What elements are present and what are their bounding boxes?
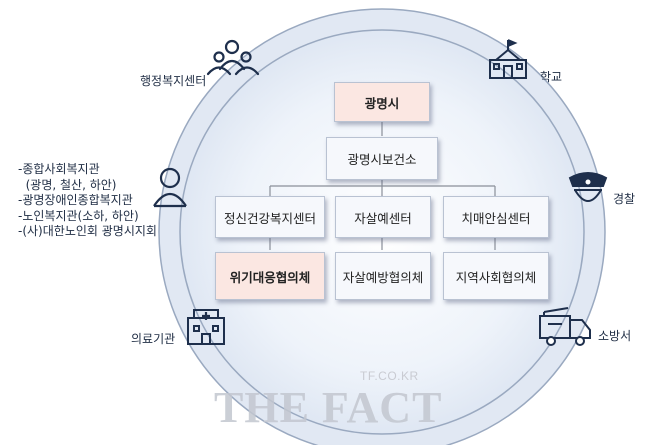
person-icon [153, 167, 187, 208]
welfare-list: -종합사회복지관 (광명, 철산, 하안) -광명장애인종합복지관 -노인복지관… [18, 162, 157, 240]
welfare-item: (광명, 철산, 하안) [18, 177, 117, 192]
fire-truck-icon [539, 307, 591, 346]
welfare-item: -광명장애인종합복지관 [18, 193, 133, 207]
watermark-small: TF.CO.KR [360, 369, 419, 383]
box-crisis-council: 위기대응협의체 [215, 252, 325, 300]
box-suicide-council: 자살예방협의체 [335, 252, 431, 300]
label-school: 학교 [540, 70, 563, 84]
box-suicide-center: 자살예센터 [335, 196, 431, 238]
box-dementia-center: 치매안심센터 [443, 196, 549, 238]
label-police: 경찰 [613, 192, 636, 206]
box-health-center: 광명시보건소 [326, 137, 438, 180]
school-building-icon [489, 39, 527, 79]
box-mental-health-center: 정신건강복지센터 [215, 196, 325, 238]
police-officer-icon [568, 172, 608, 202]
watermark-logo: THE FACT [214, 383, 443, 432]
hospital-icon [187, 309, 225, 345]
label-medical: 의료기관 [131, 332, 176, 346]
connector-lines [269, 122, 496, 250]
box-city: 광명시 [334, 82, 430, 122]
label-admin-center: 행정복지센터 [140, 74, 207, 88]
welfare-item: -종합사회복지관 [18, 162, 100, 176]
welfare-item: -(사)대한노인회 광명시지회 [18, 224, 157, 238]
label-fire-station: 소방서 [598, 329, 632, 343]
box-community-council: 지역사회협의체 [443, 252, 549, 300]
welfare-item: -노인복지관(소하, 하안) [18, 208, 139, 223]
people-group-icon [206, 39, 260, 76]
